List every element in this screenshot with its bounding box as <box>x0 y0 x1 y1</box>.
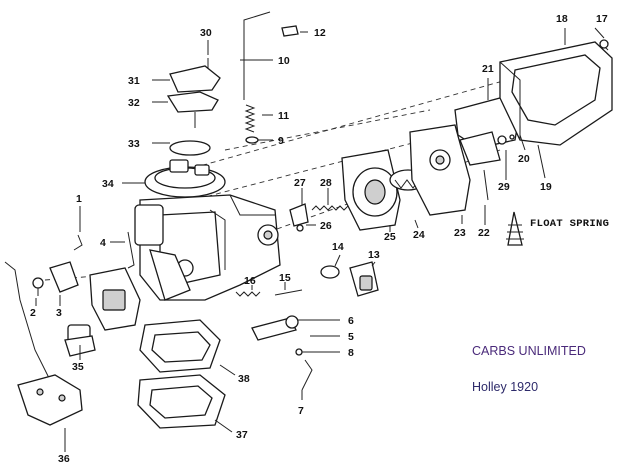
callout-9: 9 <box>278 135 284 147</box>
pump-plunger-parts <box>289 203 349 232</box>
callout-26: 26 <box>320 220 332 232</box>
callout-18: 18 <box>556 13 568 25</box>
callout-numbers: 1 2 3 4 5 6 7 8 9 10 11 12 13 14 15 16 1… <box>30 13 608 465</box>
callout-37: 37 <box>236 429 248 441</box>
callout-28: 28 <box>320 177 332 189</box>
brand-caption: CARBS UNLIMITED <box>472 344 586 358</box>
callout-1: 1 <box>76 193 82 205</box>
callout-36: 36 <box>58 453 70 465</box>
choke-housing <box>454 97 521 201</box>
callout-20: 20 <box>518 153 530 165</box>
gasket-37 <box>137 374 226 429</box>
small-parts-left <box>32 231 135 296</box>
assembly-guide-lines <box>44 64 561 281</box>
callout-34: 34 <box>102 178 114 190</box>
callout-25: 25 <box>384 231 396 243</box>
fuel-fittings <box>320 261 379 297</box>
choke-linkage <box>64 267 141 357</box>
lever-parts <box>251 315 313 391</box>
callout-23: 23 <box>454 227 466 239</box>
callout-2: 2 <box>30 307 36 319</box>
callout-10: 10 <box>278 55 290 67</box>
callout-33: 33 <box>128 138 140 150</box>
callout-17: 17 <box>596 13 608 25</box>
callout-24: 24 <box>413 229 425 241</box>
callout-31: 31 <box>128 75 140 87</box>
model-caption: Holley 1920 <box>472 380 539 394</box>
callout-21: 21 <box>482 63 494 75</box>
callout-6: 6 <box>348 315 354 327</box>
carburetor-body <box>134 159 281 301</box>
gasket-38 <box>139 319 221 373</box>
callout-7: 7 <box>298 405 304 417</box>
callout-15: 15 <box>279 272 291 284</box>
callout-4: 4 <box>100 237 106 249</box>
callout-16: 16 <box>244 275 256 287</box>
callout-12: 12 <box>314 27 326 39</box>
callout-27: 27 <box>294 177 306 189</box>
callout-14: 14 <box>332 241 344 253</box>
float-bowl <box>499 39 613 146</box>
callout-13: 13 <box>368 249 380 261</box>
callout-8: 8 <box>348 347 354 359</box>
callout-32: 32 <box>128 97 140 109</box>
throttle-rod <box>4 261 83 426</box>
callout-29: 29 <box>498 181 510 193</box>
float-spring-label: FLOAT SPRING <box>530 218 610 230</box>
callout-11: 11 <box>278 110 289 122</box>
idle-screw-spring <box>235 289 303 297</box>
callout-leaders <box>35 27 605 452</box>
callout-38: 38 <box>238 373 250 385</box>
callout-19: 19 <box>540 181 552 193</box>
callout-3: 3 <box>56 307 62 319</box>
pump-rod-assembly <box>243 11 299 144</box>
callout-22: 22 <box>478 227 490 239</box>
float-spring <box>506 211 524 246</box>
callout-35: 35 <box>72 361 84 373</box>
callout-5: 5 <box>348 331 354 343</box>
pump-diaphragm-housing <box>341 124 471 231</box>
vacuum-cover-parts <box>166 58 221 156</box>
callout-30: 30 <box>200 27 212 39</box>
